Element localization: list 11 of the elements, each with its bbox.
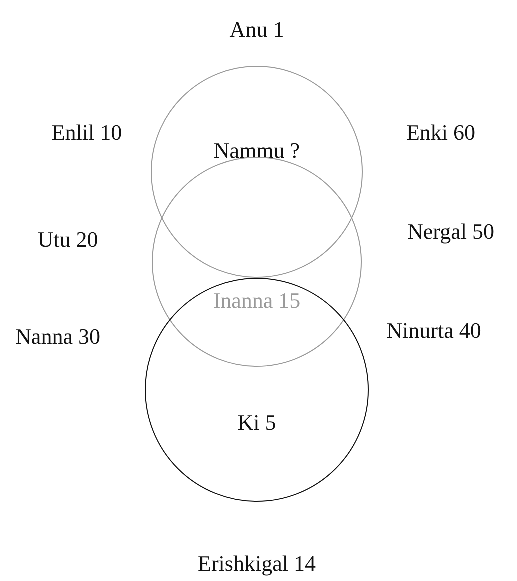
name-label: Anu 1	[230, 19, 284, 41]
circle-label: Ki 5	[238, 412, 276, 434]
name-label: Ninurta 40	[386, 320, 482, 342]
name-label: Enki 60	[406, 122, 476, 144]
name-label: Utu 20	[38, 229, 98, 251]
name-label: Nanna 30	[16, 326, 100, 348]
circle-label: Inanna 15	[213, 290, 301, 312]
name-label: Enlil 10	[52, 122, 122, 144]
name-label: Nergal 50	[408, 221, 494, 243]
name-label: Erishkigal 14	[198, 553, 316, 575]
circle-label: Nammu ?	[214, 140, 300, 162]
